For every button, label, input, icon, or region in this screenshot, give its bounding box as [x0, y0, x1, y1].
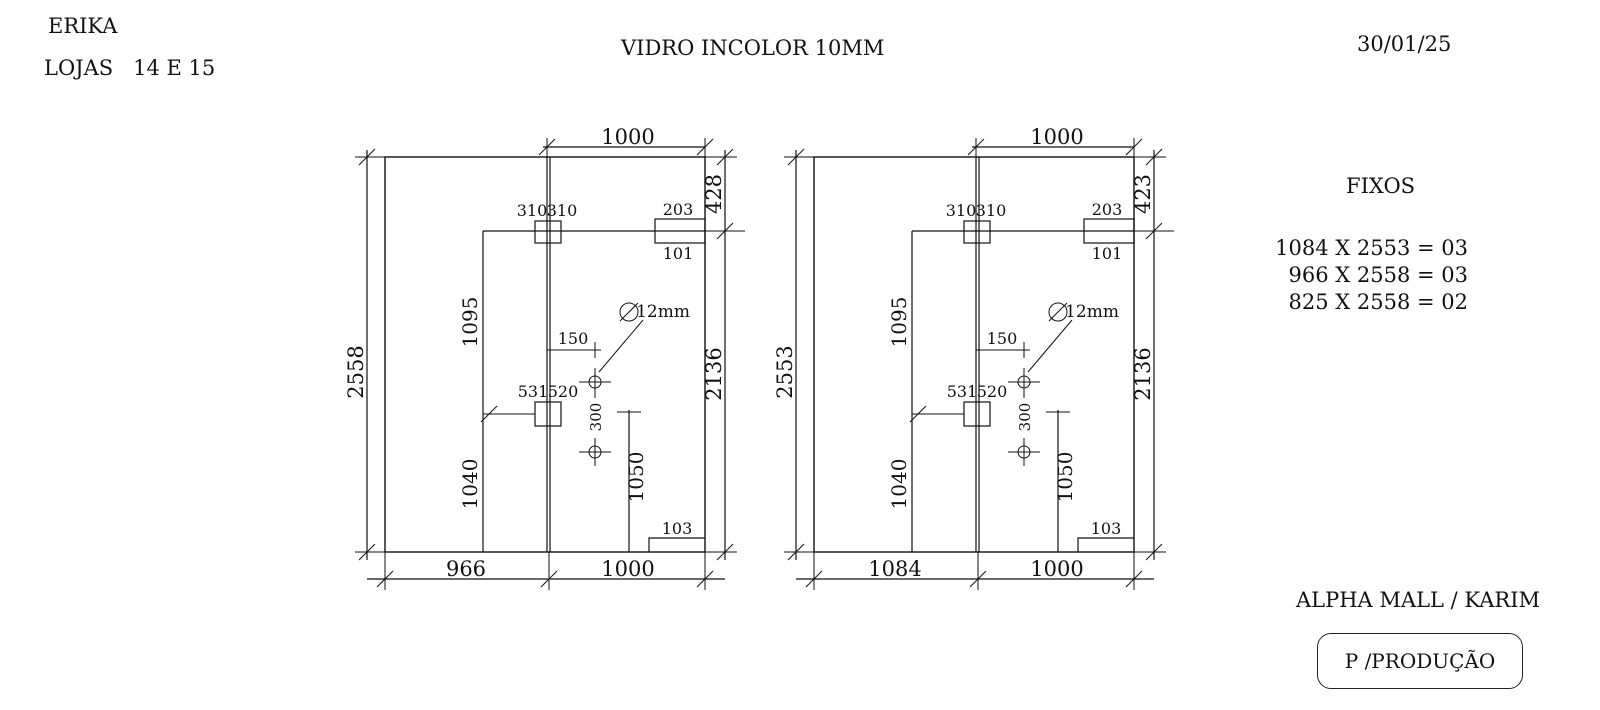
middle-hinge	[963, 401, 991, 427]
hinge-mid-right-label: 520	[548, 382, 579, 401]
glass-outline	[384, 156, 706, 553]
top-pivot	[1083, 218, 1135, 244]
top-gap-label: 428	[702, 174, 726, 214]
fixed-panel-line: 966 X 2558 = 03	[1288, 263, 1469, 287]
hinge-top-right-label: 310	[976, 201, 1007, 220]
upper-handle-height-label: 1095	[887, 297, 911, 348]
client-name-label: ERIKA	[48, 14, 118, 38]
hinge-top-left-label: 310	[946, 201, 977, 220]
dimension-tick	[696, 570, 714, 588]
fixed-panels-title: FIXOS	[1346, 174, 1416, 198]
hinge-mid-left-label: 531	[947, 382, 978, 401]
dimension-tick	[358, 543, 376, 561]
bottom-door-label: 1000	[601, 557, 654, 581]
dimension-tick	[1125, 138, 1143, 156]
top-hinge	[534, 220, 562, 244]
lock-height-label: 1050	[1053, 452, 1077, 503]
dimension-tick	[967, 138, 985, 156]
dimension-tick	[716, 543, 734, 561]
hinge-top-left-label: 310	[517, 201, 548, 220]
door-height-label: 2136	[702, 347, 726, 400]
dimension-tick	[538, 138, 556, 156]
date-label: 30/01/25	[1357, 32, 1452, 56]
top-gap-label: 423	[1131, 174, 1155, 214]
dimension-tick	[969, 570, 987, 588]
bottom-pivot	[1077, 537, 1134, 552]
hinge-mid-left-label: 531	[518, 382, 549, 401]
fixed-panel-line: 1084 X 2553 = 03	[1275, 236, 1468, 260]
dimension-tick	[805, 570, 823, 588]
lower-handle-height-label: 1040	[887, 459, 911, 510]
bottom-pivot	[648, 537, 705, 552]
dimension-tick	[1145, 148, 1163, 166]
pivot-top-label: 203	[1092, 200, 1123, 219]
height-label: 2558	[344, 345, 368, 398]
hole-offset-label: 150	[987, 329, 1018, 348]
dimension-tick	[1145, 222, 1163, 240]
diameter-symbol-slash	[1048, 302, 1068, 322]
production-stamp: P /PRODUÇÃO	[1317, 633, 1523, 689]
dimension-tick	[358, 148, 376, 166]
pivot-bottom-label: 101	[1092, 244, 1123, 263]
diameter-symbol	[1048, 302, 1068, 322]
dimension-tick	[787, 148, 805, 166]
dimension-tick	[1125, 570, 1143, 588]
dimension-tick	[787, 543, 805, 561]
diameter-leader	[598, 319, 644, 373]
hinge-top-right-label: 310	[547, 201, 578, 220]
diameter-leader	[1027, 319, 1073, 373]
door-height-label: 2136	[1131, 347, 1155, 400]
top-pivot	[654, 218, 706, 244]
diameter-symbol	[619, 302, 639, 322]
dimension-tick	[909, 405, 927, 423]
page-title: VIDRO INCOLOR 10MM	[621, 36, 885, 60]
dimension-tick	[696, 138, 714, 156]
bottom-fixed-label: 966	[446, 557, 486, 581]
height-label: 2553	[773, 345, 797, 398]
stores-label: LOJAS 14 E 15	[44, 56, 216, 80]
middle-hinge	[534, 401, 562, 427]
dimension-tick	[716, 222, 734, 240]
fixed-panel-line: 825 X 2558 = 02	[1288, 290, 1469, 314]
lower-handle-height-label: 1040	[458, 459, 482, 510]
hole-spacing-label: 300	[587, 403, 605, 432]
production-stamp-text: P /PRODUÇÃO	[1344, 649, 1496, 673]
glass-outline	[813, 156, 1135, 553]
bottom-door-label: 1000	[1030, 557, 1083, 581]
hole-diameter-label: 12mm	[636, 302, 690, 322]
hole-offset-label: 150	[558, 329, 589, 348]
dimension-tick	[716, 148, 734, 166]
hinge-mid-right-label: 520	[977, 382, 1008, 401]
dimension-tick	[376, 570, 394, 588]
lock-height-label: 1050	[624, 452, 648, 503]
top-width-label: 1000	[601, 125, 654, 149]
pivot-floor-label: 103	[662, 519, 693, 538]
bottom-fixed-label: 1084	[868, 557, 921, 581]
top-hinge	[963, 220, 991, 244]
hole-spacing-label: 300	[1016, 403, 1034, 432]
dimension-tick	[540, 570, 558, 588]
diameter-symbol-slash	[619, 302, 639, 322]
hole-diameter-label: 12mm	[1065, 302, 1119, 322]
upper-handle-height-label: 1095	[458, 297, 482, 348]
pivot-floor-label: 103	[1091, 519, 1122, 538]
dimension-tick	[1145, 543, 1163, 561]
pivot-top-label: 203	[663, 200, 694, 219]
project-client-label: ALPHA MALL / KARIM	[1296, 588, 1540, 612]
pivot-bottom-label: 101	[663, 244, 694, 263]
dimension-tick	[480, 405, 498, 423]
top-width-label: 1000	[1030, 125, 1083, 149]
